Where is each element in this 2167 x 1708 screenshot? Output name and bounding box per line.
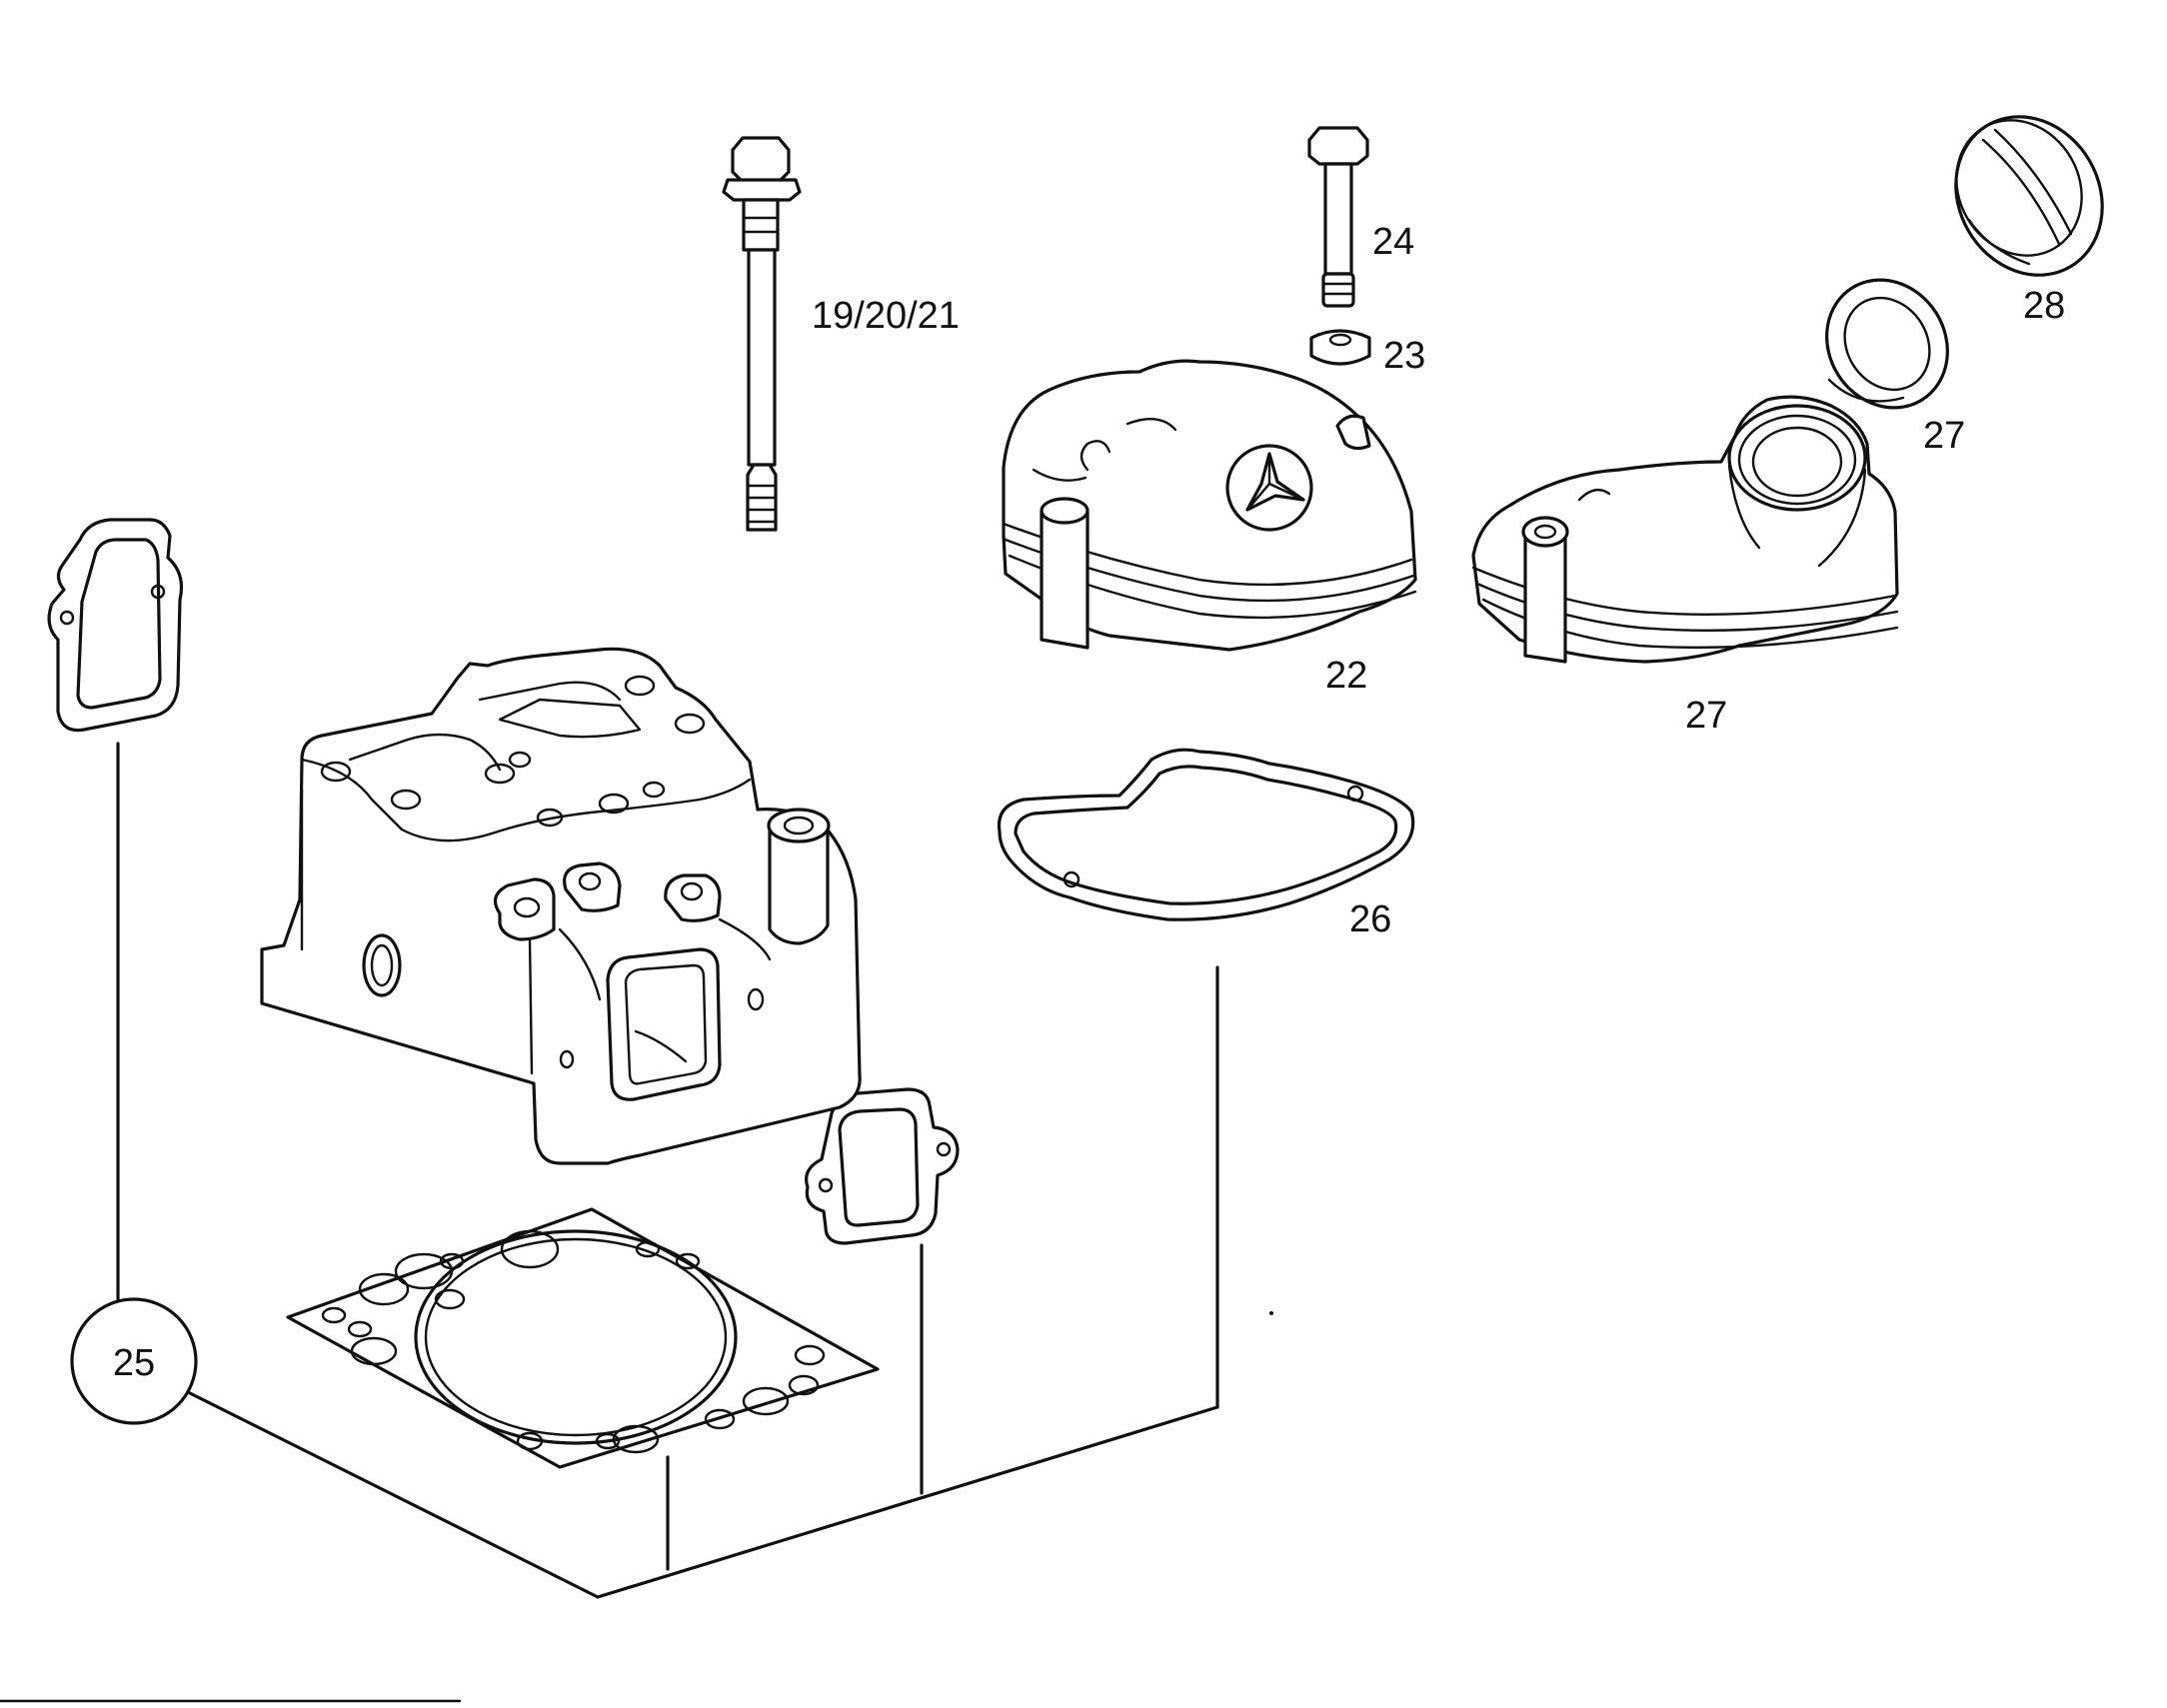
speck [1269,1311,1273,1315]
valve-cover [1002,359,1417,652]
valve-cover-with-filler [1471,395,1899,664]
small-gasket-middle [805,1087,960,1245]
head-gasket [286,1207,880,1469]
label-28: 28 [2023,285,2065,327]
label-27-cover: 27 [1685,695,1727,737]
filler-cap [1954,115,2104,277]
label-24: 24 [1372,221,1414,263]
valve-cover-gasket [997,748,1415,921]
cylinder-head [260,647,862,1165]
label-22: 22 [1325,655,1367,697]
cylinder-head-bolt [722,136,802,532]
small-gasket-left [47,518,184,733]
kit-callout [70,1297,198,1425]
seal-ring [1825,278,1949,410]
label-23: 23 [1383,335,1425,377]
label-25: 25 [113,1342,155,1384]
label-19-20-21: 19/20/21 [812,295,960,337]
cover-bolt [1307,126,1369,308]
kit-bracket-lines [116,742,1219,1599]
label-27-ring: 27 [1923,415,1965,457]
label-26: 26 [1349,898,1391,940]
washer [1309,329,1371,366]
